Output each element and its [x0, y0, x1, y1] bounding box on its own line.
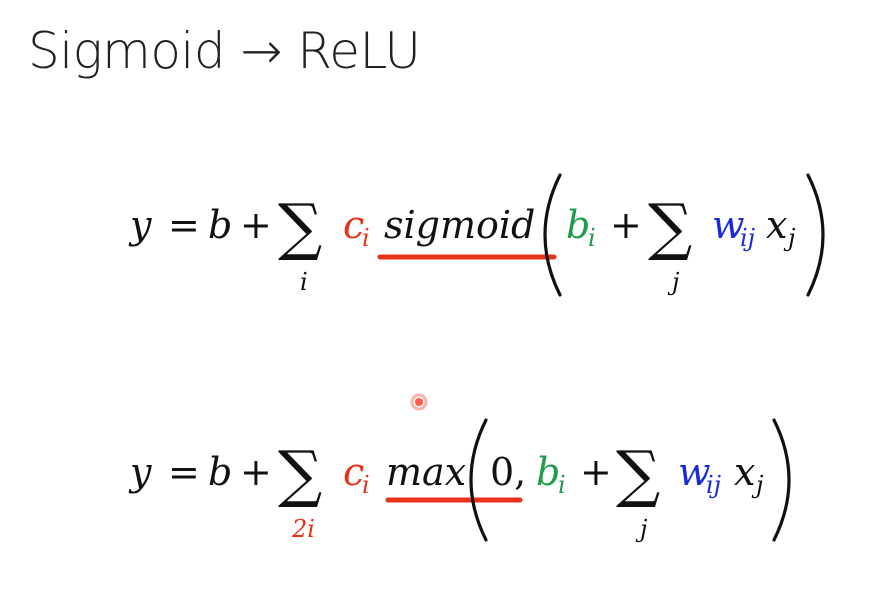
equation-relu: y = b + ∑ 2i c i max 0, b i + ∑ j w ij x…: [128, 418, 791, 543]
eq1-plus2: +: [610, 203, 642, 247]
eq1-bias-index: i: [588, 224, 596, 252]
eq2-plus2: +: [580, 450, 612, 494]
laser-pointer-ring: [410, 393, 428, 411]
slide-title: Sigmoid → ReLU: [28, 22, 421, 80]
eq1-function-name: sigmoid: [384, 203, 535, 247]
eq2-b: b: [208, 450, 232, 494]
eq2-zero: 0,: [490, 450, 526, 494]
eq2-input: x: [734, 450, 755, 494]
eq1-right-paren: [806, 173, 825, 297]
eq1-lhs: y: [128, 203, 152, 247]
equation-sigmoid: y = b + ∑ i c i sigmoid b i + ∑ j w ij x…: [128, 173, 825, 297]
eq1-sum2-index: j: [667, 268, 680, 296]
eq2-plus: +: [240, 450, 272, 494]
eq1-bias: b: [566, 203, 590, 247]
eq2-sum2-symbol: ∑: [616, 437, 660, 510]
eq2-bias-index: i: [558, 471, 566, 499]
eq2-coefficient: c: [343, 450, 364, 494]
eq2-coefficient-index: i: [362, 471, 370, 499]
eq2-sum2-index: j: [635, 515, 648, 543]
laser-pointer-dot: [415, 398, 423, 406]
laser-pointer: [410, 393, 428, 411]
eq2-left-paren: [469, 418, 488, 542]
eq2-sum-index: 2i: [291, 515, 315, 543]
eq2-function-name: max: [386, 450, 466, 494]
eq1-weight-index: ij: [740, 224, 756, 252]
eq1-sum2-symbol: ∑: [648, 190, 692, 263]
eq1-left-paren: [543, 173, 562, 297]
eq2-bias: b: [536, 450, 560, 494]
eq1-equals: =: [168, 203, 200, 247]
eq2-right-paren: [772, 418, 791, 542]
eq1-coefficient-index: i: [362, 224, 370, 252]
eq2-equals: =: [168, 450, 200, 494]
eq2-lhs: y: [128, 450, 152, 494]
eq1-sum-index: i: [300, 268, 308, 296]
eq1-b: b: [208, 203, 232, 247]
eq1-coefficient: c: [343, 203, 364, 247]
eq1-sum-symbol: ∑: [278, 190, 322, 263]
eq2-sum-symbol: ∑: [278, 437, 322, 510]
eq1-input: x: [766, 203, 787, 247]
eq2-weight: w: [678, 450, 711, 494]
eq1-plus: +: [240, 203, 272, 247]
eq2-weight-index: ij: [706, 471, 722, 499]
eq1-weight: w: [712, 203, 745, 247]
